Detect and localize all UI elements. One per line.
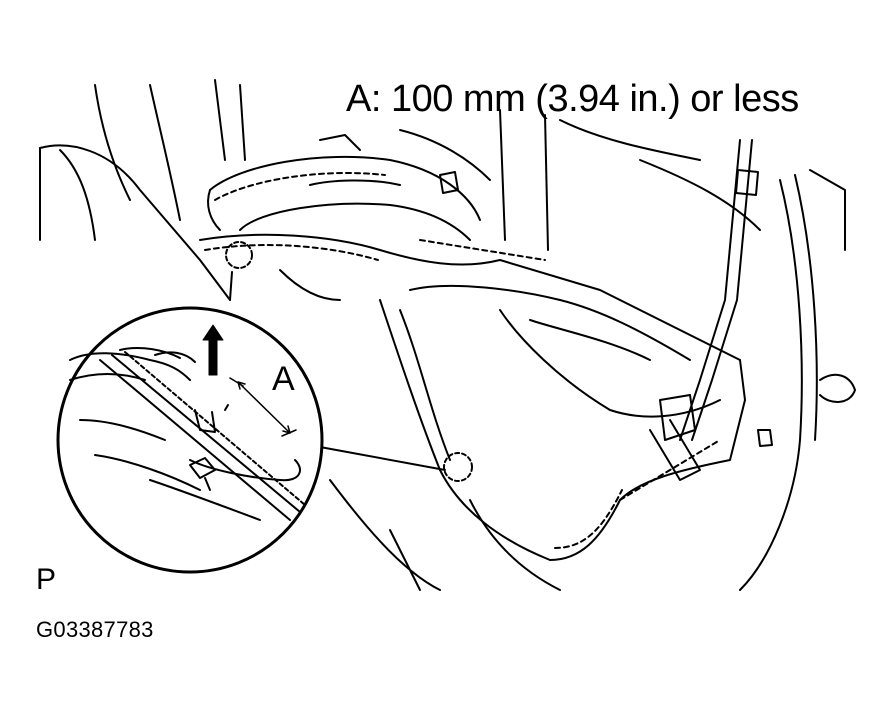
front-seat-left [39, 144, 231, 301]
clip-location-marker-lower [443, 452, 473, 482]
dimension-a [229, 377, 297, 437]
callout-leader [229, 271, 446, 471]
seat-belt [649, 139, 759, 481]
detail-magnifier [56, 306, 324, 574]
corner-mark: P [36, 563, 57, 596]
pull-direction-arrow [202, 324, 224, 376]
door-pillar [739, 169, 856, 591]
dimension-letter: A [272, 360, 295, 398]
rear-seat-back [207, 155, 481, 241]
floor [329, 479, 561, 591]
clip-location-marker-upper [225, 241, 253, 269]
dimension-spec-label: A: 100 mm (3.94 in.) or less [346, 78, 799, 120]
figure-id: G03387783 [36, 617, 154, 642]
